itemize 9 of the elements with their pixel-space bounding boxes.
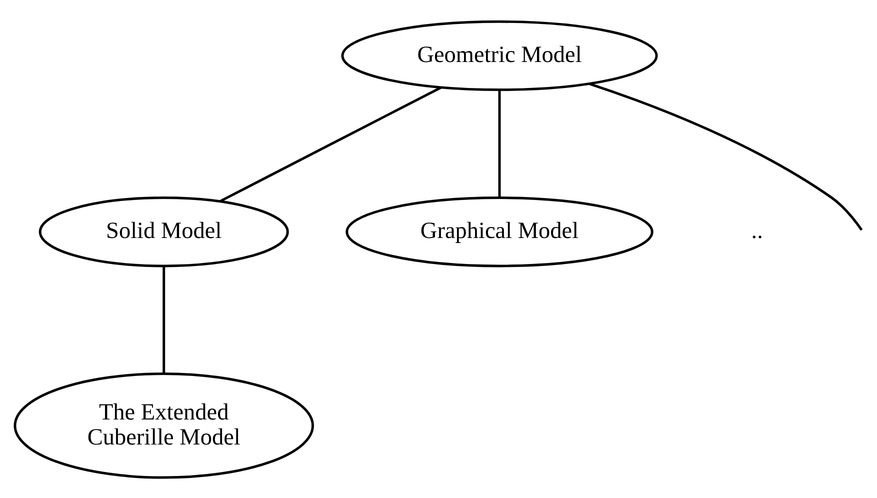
connector xyxy=(498,89,501,197)
label: .. xyxy=(751,218,763,244)
connector xyxy=(219,86,442,202)
node-ellipse: Graphical Model xyxy=(346,196,654,267)
connector xyxy=(162,266,166,374)
node-ellipse: The Extended Cuberille Model xyxy=(14,372,314,478)
node-ellipse: Geometric Model xyxy=(341,20,658,91)
connector xyxy=(589,82,863,230)
node-ellipse: Solid Model xyxy=(38,196,289,267)
